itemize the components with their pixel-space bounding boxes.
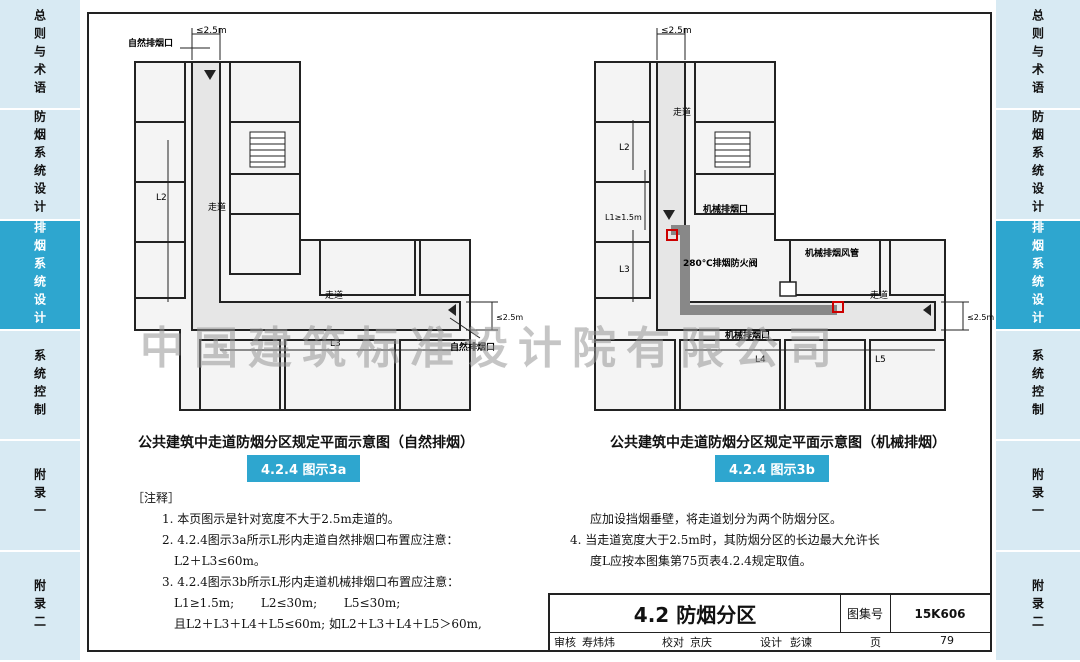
right-section-tabs: 总则与术语防烟系统设计排烟系统设计系统控制附录一附录二 [996,0,1080,662]
label-top-outlet: 自然排烟口 [128,37,173,49]
title-block-signatures: 审核 寿炜炜 校对 京庆 设计 彭谏 页 79 [550,632,992,652]
tab-6[interactable]: 附录二 [0,551,80,662]
fire-damper-icon [779,281,797,297]
tab-label: 防烟系统设计 [1030,110,1045,219]
review-label: 审核 [554,636,576,649]
checker: 京庆 [690,636,712,649]
label-l2: L2 [156,193,167,203]
label-l4: L4 [755,355,766,365]
tab-label: 附录一 [32,468,47,523]
atlas-label: 图集号 [840,595,891,632]
dim-right: ≤2.5m [496,313,523,322]
note-2b: L2＋L3≤60m。 [174,554,266,568]
title-block: 4.2 防烟分区 图集号 15K606 审核 寿炜炜 校对 京庆 设计 彭谏 页… [548,593,992,652]
badge-a: 4.2.4 图示3a [247,455,361,482]
label-corridor-h: 走道 [870,289,888,301]
notes-right: 应加设挡烟垂壁，将走道划分为两个防烟分区。 4. 当走道宽度大于2.5m时，其防… [570,509,990,572]
section-title: 4.2 防烟分区 [550,595,841,632]
smoke-outlet-icon [923,304,931,316]
dim-top: ≤2.5m [661,26,692,36]
tab-label: 总则与术语 [1030,9,1045,100]
dim-top: ≤2.5m [196,26,227,36]
label-l1: L1≥1.5m [605,213,642,222]
tab-6[interactable]: 附录二 [996,551,1080,662]
note-3b: L1≥1.5m; L2≤30m; L5≤30m; [174,596,401,610]
label-l2: L2 [619,143,630,153]
tab-1[interactable]: 总则与术语 [996,0,1080,111]
tab-2[interactable]: 防烟系统设计 [0,110,80,221]
label-damper: 280℃排烟防火阀 [683,257,758,269]
tab-label: 系统控制 [32,349,47,422]
designer: 彭谏 [790,636,812,649]
note-2: 2. 4.2.4图示3a所示L形内走道自然排烟口布置应注意： [162,533,459,547]
label-corridor-v: 走道 [208,201,226,213]
label-l5: L5 [875,355,886,365]
tab-4[interactable]: 系统控制 [996,330,1080,442]
plan-b-drawing: ≤2.5m 走道 走道 L2 L1≥1.5m L3 L4 L5 机械排烟口 28… [594,26,994,411]
caption-a: 公共建筑中走道防烟分区规定平面示意图（自然排烟） [138,435,474,451]
note-3c: 且L2＋L3＋L4＋L5≤60m; 如L2＋L3＋L4＋L5＞60m, [174,617,482,631]
tab-1[interactable]: 总则与术语 [0,0,80,111]
tab-4[interactable]: 系统控制 [0,330,80,442]
mech-outlet-icon [832,301,844,313]
tab-label: 排烟系统设计 [1030,220,1045,329]
label-mech-outlet: 机械排烟口 [703,203,748,215]
plan-a-drawing: ≤2.5m 自然排烟口 走道 走道 L2 L3 ≤2.5m 自然排烟口 [128,26,523,411]
smoke-outlet-icon [448,304,456,316]
smoke-outlet-icon [204,70,216,80]
label-corridor-h: 走道 [325,289,343,301]
caption-b: 公共建筑中走道防烟分区规定平面示意图（机械排烟） [610,435,946,451]
note-1: 1. 本页图示是针对宽度不大于2.5m走道的。 [162,512,400,526]
label-mech-outlet-2: 机械排烟口 [725,329,770,341]
label-corridor-v: 走道 [673,106,691,118]
atlas-number: 15K606 [914,606,966,621]
page-number: 79 [940,634,954,647]
tab-3[interactable]: 排烟系统设计 [996,220,1080,331]
tab-5[interactable]: 附录一 [0,441,80,552]
tab-label: 总则与术语 [32,9,47,100]
tab-label: 附录一 [1030,468,1045,523]
tab-label: 附录二 [32,578,47,633]
badge-b: 4.2.4 图示3b [715,455,829,482]
smoke-outlet-icon [663,210,675,220]
tab-2[interactable]: 防烟系统设计 [996,110,1080,221]
reviewer: 寿炜炜 [582,636,615,649]
tab-label: 附录二 [1030,578,1045,633]
left-section-tabs: 总则与术语防烟系统设计排烟系统设计系统控制附录一附录二 [0,0,80,662]
note-3: 3. 4.2.4图示3b所示L形内走道机械排烟口布置应注意： [162,575,460,589]
tab-label: 系统控制 [1030,349,1045,422]
label-right-outlet: 自然排烟口 [450,341,495,353]
note-4: 4. 当走道宽度大于2.5m时，其防烟分区的长边最大允许长 [570,533,880,547]
label-duct: 机械排烟风管 [805,247,859,259]
label-l3: L3 [330,339,341,349]
watermark: 中国建筑标准设计院有限公司 [140,323,842,374]
note-3d: 应加设挡烟垂壁，将走道划分为两个防烟分区。 [590,512,843,526]
label-l3: L3 [619,265,630,275]
tab-label: 排烟系统设计 [32,220,47,329]
note-4b: 度L应按本图集第75页表4.2.4规定取值。 [590,554,812,568]
notes-heading: ［注释］ [132,491,181,505]
design-label: 设计 [760,636,782,649]
notes-left: ［注释］ 1. 本页图示是针对宽度不大于2.5m走道的。 2. 4.2.4图示3… [132,488,552,635]
page-label: 页 [870,636,881,649]
dim-right: ≤2.5m [967,313,994,322]
mech-outlet-icon [666,229,678,241]
check-label: 校对 [662,636,684,649]
drawing-frame [87,12,992,652]
tab-5[interactable]: 附录一 [996,441,1080,552]
tab-3[interactable]: 排烟系统设计 [0,220,80,331]
tab-label: 防烟系统设计 [32,110,47,219]
